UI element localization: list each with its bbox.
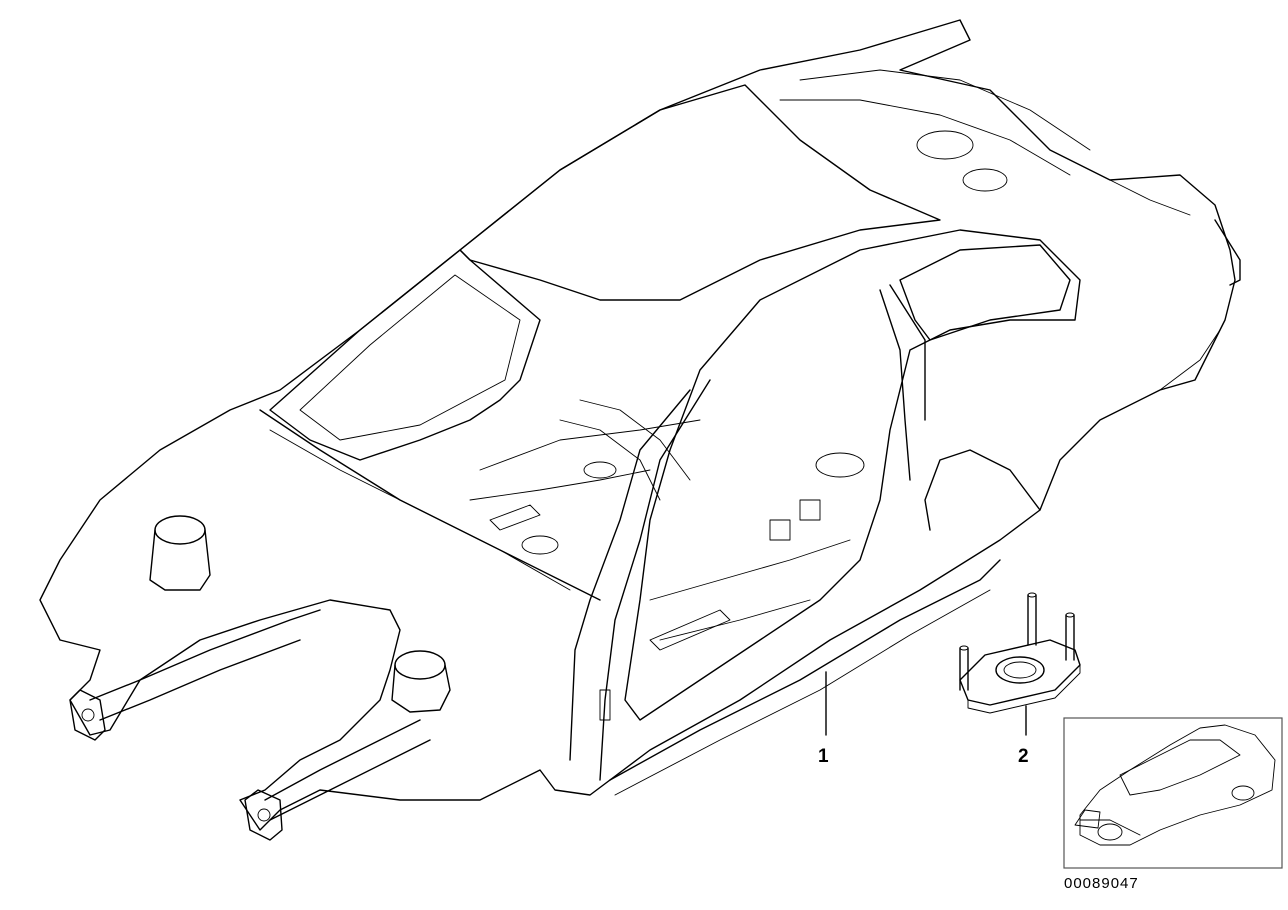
callout-label-1: 1 xyxy=(818,746,829,767)
car-body-shell[interactable] xyxy=(39,19,1241,841)
callout-label-2: 2 xyxy=(1018,746,1029,767)
vehicle-thumbnail xyxy=(1063,717,1283,869)
mounting-plate[interactable] xyxy=(959,592,1081,714)
reference-number: 00089047 xyxy=(1064,875,1139,892)
